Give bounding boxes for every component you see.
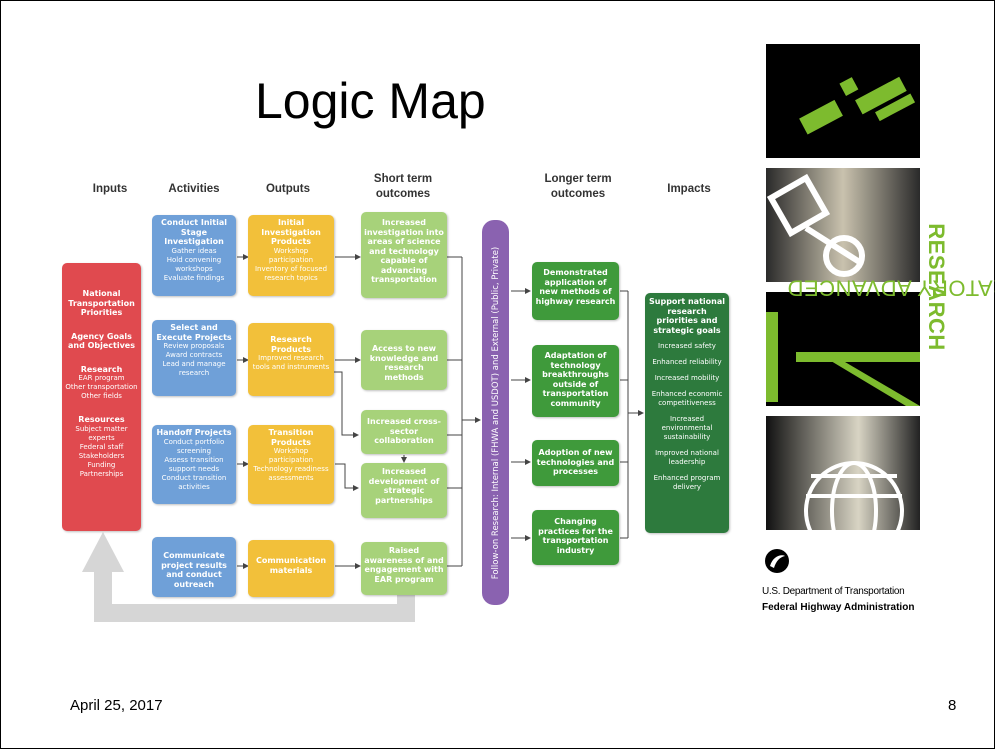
impacts-title: Support national research priorities and… [649,297,725,335]
longer-term-outcome: Adaptation of technology breakthroughs o… [532,345,619,417]
short-term-text: Access to new knowledge and research met… [369,344,439,382]
slide-date: April 25, 2017 [70,697,163,714]
activity-box: Handoff Projects Conduct portfolio scree… [152,425,236,504]
activity-item: Assess transition support needs [164,455,224,473]
longer-term-text: Adaptation of technology breakthroughs o… [542,351,609,408]
activity-item: Review proposals [163,342,225,350]
input-resource-item: Stakeholders [78,451,125,460]
activity-box: Communicate project results and conduct … [152,537,236,597]
output-title: Initial Investigation Products [261,218,321,246]
activity-item: Gather ideas [171,246,217,255]
impact-item: Enhanced reliability [652,358,722,366]
globe-image [766,416,920,530]
output-title: Research Products [270,335,312,354]
header-outputs: Outputs [265,183,311,195]
header-activities: Activities [168,183,220,195]
wordmark-light: EXPLORATORY ADVANCED [787,275,995,300]
input-agency-goals: Agency Goals and Objectives [67,331,135,351]
input-research-title: Research [80,364,123,374]
output-item: Workshop participation [268,447,314,464]
follow-on-text: Follow-on Research: Internal (FHWA and U… [490,246,501,579]
header-inputs: Inputs [92,183,128,195]
impact-item: Increased environmental sustainability [661,415,713,441]
short-term-text: Increased cross-sector collaboration [367,417,441,445]
tower-image [766,292,920,406]
header-longer-term: Longer term outcomes [544,173,612,200]
longer-term-outcome: Demonstrated application of new methods … [532,262,619,320]
input-research-item: Other transportation [65,383,138,391]
impact-item: Increased mobility [654,374,720,382]
input-resource-item: Subject matter experts [75,424,128,442]
activity-title: Handoff Projects [156,428,232,437]
short-term-outcome: Raised awareness of and engagement with … [361,542,447,595]
dept-name: U.S. Department of Transportation [762,586,905,597]
activity-box: Conduct Initial Stage Investigation Gath… [152,215,236,296]
activity-item: Lead and manage research [162,360,226,377]
longer-term-text: Changing practices for the transportatio… [538,517,613,555]
output-item: Technology readiness assessments [253,465,329,482]
activity-item: Evaluate findings [163,273,225,282]
dot-logo-icon [764,548,790,574]
activity-item: Hold convening workshops [166,255,222,273]
input-research-item: EAR program [78,374,125,382]
slide-title: Logic Map [255,73,486,129]
short-term-text: Increased development of strategic partn… [368,467,440,505]
activity-item: Award contracts [165,351,223,359]
input-resource-item: Partnerships [79,469,124,478]
activity-box: Select and Execute Projects Review propo… [152,320,236,396]
header-impacts: Impacts [667,183,711,195]
impact-item: Increased safety [658,342,716,350]
activity-item: Conduct portfolio screening [163,437,225,455]
longer-term-outcome: Adoption of new technologies and process… [532,440,619,486]
input-resources-title: Resources [78,415,125,424]
short-term-outcome: Increased development of strategic partn… [361,463,447,518]
longer-term-text: Demonstrated application of new methods … [535,268,616,306]
short-term-outcome: Increased cross-sector collaboration [361,410,447,454]
input-research-item: Other fields [81,392,122,400]
output-item: Workshop participation [268,246,314,264]
header-short-term: Short term outcomes [373,173,433,200]
activity-title: Select and Execute Projects [156,323,232,342]
impacts-box: Support national research priorities and… [645,293,729,533]
longer-term-text: Adoption of new technologies and process… [536,448,615,476]
short-term-text: Increased investigation into areas of sc… [364,218,444,284]
short-term-outcome: Increased investigation into areas of sc… [361,212,447,298]
output-title: Transition Products [268,428,314,447]
slide-page-number: 8 [948,697,957,714]
short-term-outcome: Access to new knowledge and research met… [361,330,447,390]
input-resource-item: Federal staff [79,442,124,451]
input-resource-item: Funding [87,460,116,469]
longer-term-outcome: Changing practices for the transportatio… [532,510,619,565]
output-box: Initial Investigation Products Workshop … [248,215,334,296]
activity-item: Conduct transition activities [161,473,227,491]
output-box: Communication materials [248,540,334,597]
agency-name: Federal Highway Administration [762,602,915,613]
output-item: Improved research tools and instruments [252,354,330,371]
input-national-priorities: National Transportation Priorities [68,289,135,317]
short-term-text: Raised awareness of and engagement with … [364,546,444,584]
output-item: Inventory of focused research topics [254,264,328,282]
activity-title: Communicate project results and conduct … [161,551,227,589]
follow-on-research-bar: Follow-on Research: Internal (FHWA and U… [482,220,509,605]
output-title: Communication materials [255,556,327,575]
inputs-box: National Transportation Priorities Agenc… [62,263,141,531]
impact-item: Improved national leadership [655,449,719,466]
impact-item: Enhanced economic competitiveness [651,390,723,407]
sensor-image [766,168,920,282]
activity-title: Conduct Initial Stage Investigation [161,218,227,246]
satellite-image [766,44,920,158]
output-box: Transition Products Workshop participati… [248,425,334,504]
exploratory-advanced-research-wordmark: EXPLORATORY ADVANCED RESEARCH [787,44,995,530]
output-box: Research Products Improved research tool… [248,323,334,396]
impact-item: Enhanced program delivery [653,474,721,491]
